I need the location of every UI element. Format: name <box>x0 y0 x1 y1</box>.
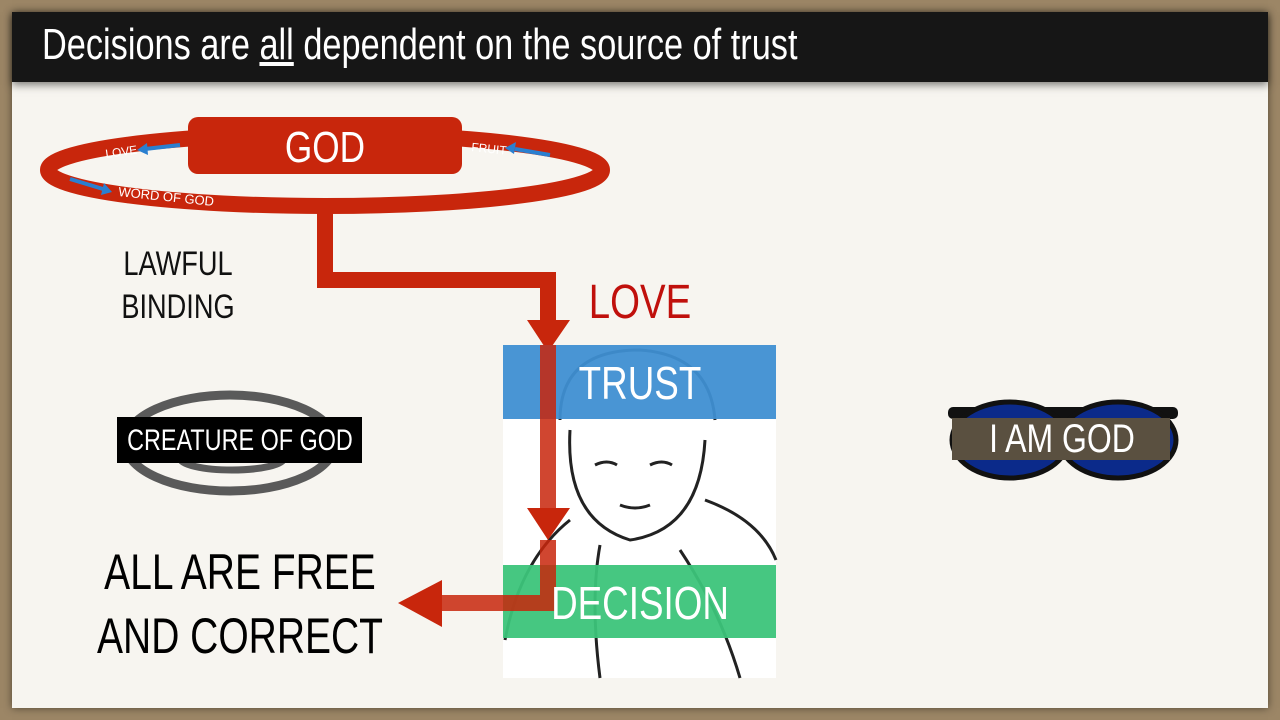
i-am-god-box <box>952 418 1170 460</box>
god-box <box>188 117 462 174</box>
arrow-down-icon <box>527 508 570 540</box>
lawful-label: LAWFUL <box>123 244 232 283</box>
free-label-1: ALL ARE FREE <box>104 543 376 600</box>
love-label: LOVE <box>589 276 691 329</box>
flow-line <box>317 210 556 330</box>
title-underlined: all <box>259 20 294 69</box>
creature-label: CREATURE OF GOD <box>127 423 353 456</box>
ring-love-label: LOVE <box>104 143 138 161</box>
arrow-left-icon <box>398 580 442 627</box>
decision-label: DECISION <box>551 577 729 629</box>
title-bar: Decisions are all dependent on the sourc… <box>12 12 1268 82</box>
title-part: dependent on the source of trust <box>293 20 798 69</box>
trust-label: TRUST <box>579 357 702 409</box>
i-am-god-label: I AM GOD <box>989 416 1135 461</box>
slide-title: Decisions are all dependent on the sourc… <box>42 20 798 70</box>
arrow-down-icon <box>527 320 570 352</box>
god-label: GOD <box>285 123 365 172</box>
arrow-left-icon <box>505 142 551 157</box>
creature-box <box>117 417 362 463</box>
free-label-2: AND CORRECT <box>97 607 383 664</box>
ring-fruit-label: FRUIT <box>471 140 508 158</box>
arrow-right-icon <box>69 177 112 195</box>
flow-line <box>440 540 556 611</box>
binding-label: BINDING <box>121 287 234 326</box>
arrow-left-icon <box>137 143 181 155</box>
title-part: Decisions are <box>42 20 260 69</box>
